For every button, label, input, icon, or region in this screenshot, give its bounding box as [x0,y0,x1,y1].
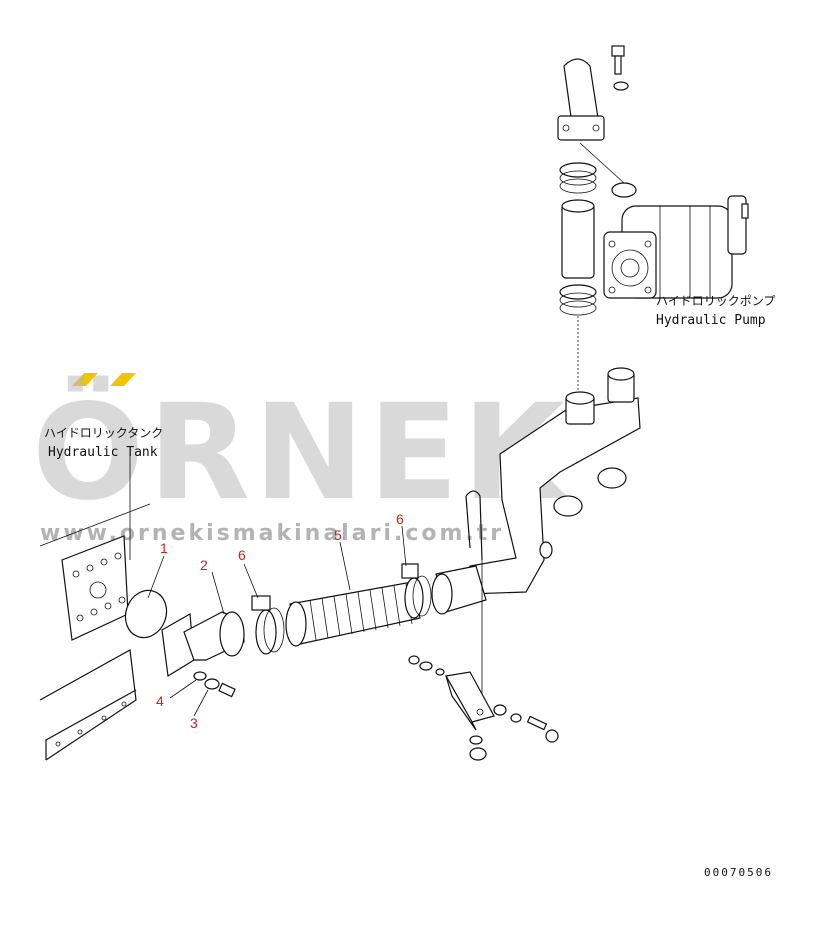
callout-1: 1 [160,540,168,556]
watermark-brand: ÖRNEK [32,376,569,530]
pump-label-jp: ハイドロリックポンプ [656,294,775,308]
bolt-top [611,45,629,91]
hose-clamp-right [401,563,432,619]
callout-5: 5 [334,527,342,543]
fasteners-tank [193,671,236,698]
watermark: ÖRNEK www.ornekismakinalari.com.tr [32,373,569,546]
upper-clamp-2 [559,284,597,316]
hose-clamp-left [251,595,285,655]
hydraulic-pump [579,142,749,299]
callout-3: 3 [190,715,198,731]
watermark-accent-left [72,373,98,386]
o-ring-gasket [124,589,168,639]
callout-6-left: 6 [238,547,246,563]
callout-2: 2 [200,557,208,573]
watermark-accent-right [110,373,136,386]
tank-label-en: Hydraulic Tank [48,445,158,460]
mounting-bracket [445,671,495,731]
upper-clamp-1 [559,162,597,194]
callout-leaders [147,525,407,717]
suction-tube-lower [431,565,487,615]
callout-6-right: 6 [396,511,404,527]
tank-label-jp: ハイドロリックタンク [44,426,163,440]
tank-elbow [161,611,245,677]
callout-4: 4 [156,693,164,709]
hydraulic-tank [39,456,151,761]
suction-manifold [467,367,641,595]
suction-elbow [557,58,605,141]
pump-label-en: Hydraulic Pump [656,313,766,328]
bellows-hose [285,581,421,647]
drawing-code: 00070506 [704,866,773,879]
fasteners-bracket [408,655,559,761]
u-bolt [465,490,483,561]
upper-hose [561,199,595,279]
